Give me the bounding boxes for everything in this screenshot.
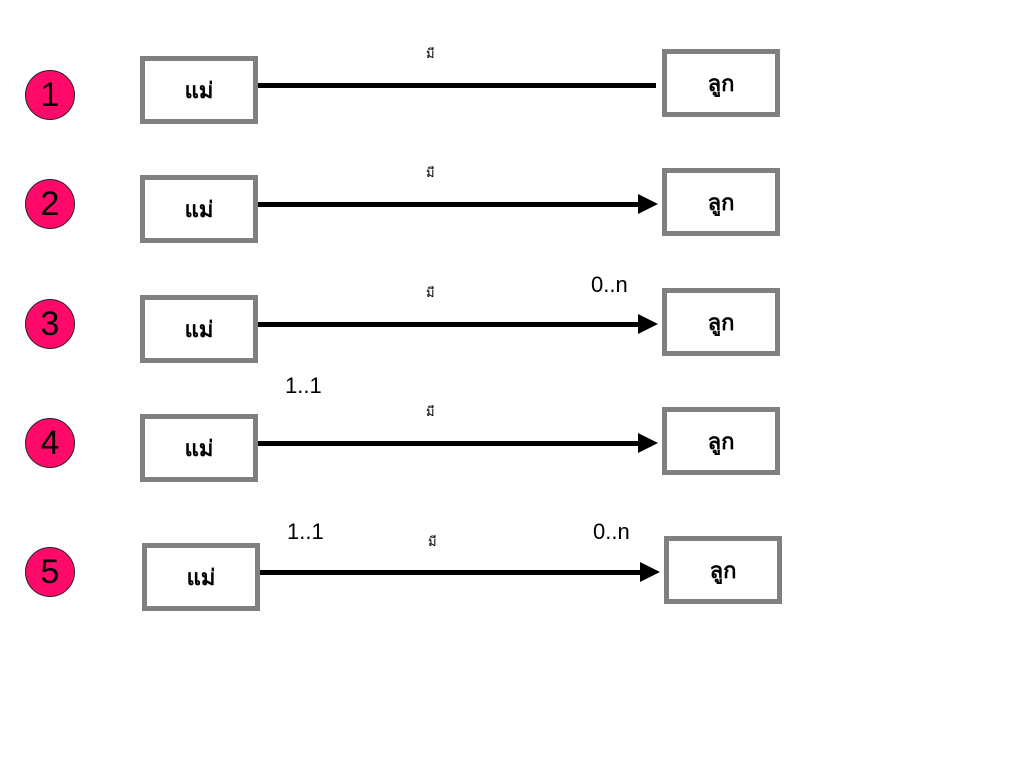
child-entity-box: ลูก xyxy=(662,168,780,236)
multiplicity-left: 1..1 xyxy=(285,373,322,398)
mother-entity-box: แม่ xyxy=(140,56,258,124)
row-number-badge: 4 xyxy=(25,418,75,468)
relationship-line xyxy=(258,322,640,327)
child-entity-box: ลูก xyxy=(664,536,782,604)
relationship-row-3: 3 แม่ มี 0..n ลูก xyxy=(0,270,1024,380)
arrowhead-icon xyxy=(640,562,660,582)
child-entity-box: ลูก xyxy=(662,407,780,475)
relationship-label: มี xyxy=(426,166,435,181)
relationship-label: มี xyxy=(426,286,435,301)
row-number-badge: 1 xyxy=(25,70,75,120)
relationship-label: มี xyxy=(428,535,437,550)
child-entity-box: ลูก xyxy=(662,288,780,356)
mother-entity-box: แม่ xyxy=(142,543,260,611)
child-entity-box: ลูก xyxy=(662,49,780,117)
arrowhead-icon xyxy=(638,314,658,334)
relationship-label: มี xyxy=(426,405,435,420)
multiplicity-right: 0..n xyxy=(591,272,628,297)
relationship-line xyxy=(258,441,640,446)
mother-entity-box: แม่ xyxy=(140,175,258,243)
relationship-line xyxy=(258,202,640,207)
row-number-badge: 3 xyxy=(25,299,75,349)
relationship-line xyxy=(260,570,642,575)
mother-entity-box: แม่ xyxy=(140,414,258,482)
multiplicity-left: 1..1 xyxy=(287,519,324,544)
relationship-line xyxy=(258,83,656,88)
relationship-row-5: 5 แม่ 1..1 มี 0..n ลูก xyxy=(0,510,1024,620)
arrowhead-icon xyxy=(638,194,658,214)
row-number-badge: 2 xyxy=(25,179,75,229)
relationship-row-2: 2 แม่ มี ลูก xyxy=(0,160,1024,270)
arrowhead-icon xyxy=(638,433,658,453)
relationship-row-4: 4 แม่ 1..1 มี ลูก xyxy=(0,370,1024,482)
mother-entity-box: แม่ xyxy=(140,295,258,363)
multiplicity-right: 0..n xyxy=(593,519,630,544)
relationship-row-1: 1 แม่ มี ลูก xyxy=(0,40,1024,150)
row-number-badge: 5 xyxy=(25,547,75,597)
relationship-label: มี xyxy=(426,47,435,62)
